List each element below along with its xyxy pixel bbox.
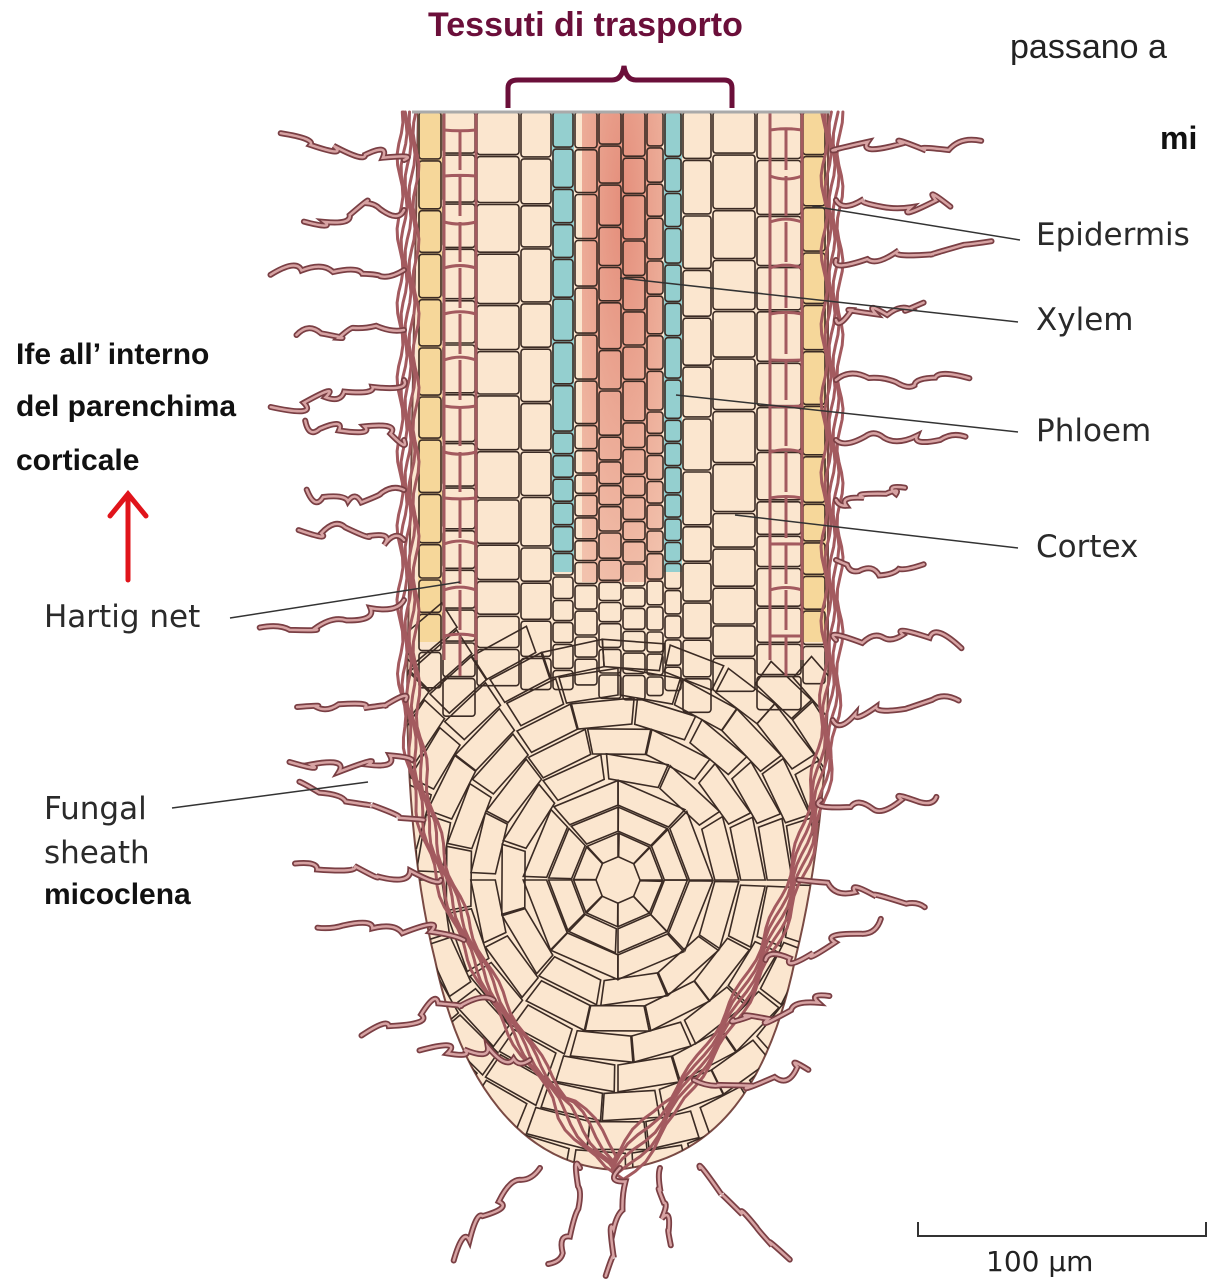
label-fungal: Fungal xyxy=(44,792,147,828)
label-sheath: sheath xyxy=(44,836,150,872)
red-arrow-icon xyxy=(110,494,146,580)
label-ife-line1: Ife all’ interno xyxy=(16,338,209,373)
top-right-bold-text: mi xyxy=(1160,120,1197,157)
scale-bar-label: 100 µm xyxy=(986,1246,1093,1278)
label-ife-line3: corticale xyxy=(16,444,139,479)
label-ife-line2: del parenchima xyxy=(16,390,236,425)
title-tessuti-di-trasporto: Tessuti di trasporto xyxy=(428,6,743,45)
phloem-strip-right xyxy=(664,112,682,572)
label-micoclena: micoclena xyxy=(44,878,191,913)
label-phloem: Phloem xyxy=(1036,414,1151,450)
tessuti-bracket xyxy=(508,66,732,108)
top-right-text: passano a xyxy=(1010,28,1167,67)
label-hartig-net: Hartig net xyxy=(44,600,200,636)
label-cortex: Cortex xyxy=(1036,530,1138,566)
epidermis-strip-left xyxy=(418,112,442,642)
label-xylem: Xylem xyxy=(1036,303,1133,339)
label-epidermis: Epidermis xyxy=(1036,218,1190,254)
scale-bar xyxy=(918,1222,1206,1236)
